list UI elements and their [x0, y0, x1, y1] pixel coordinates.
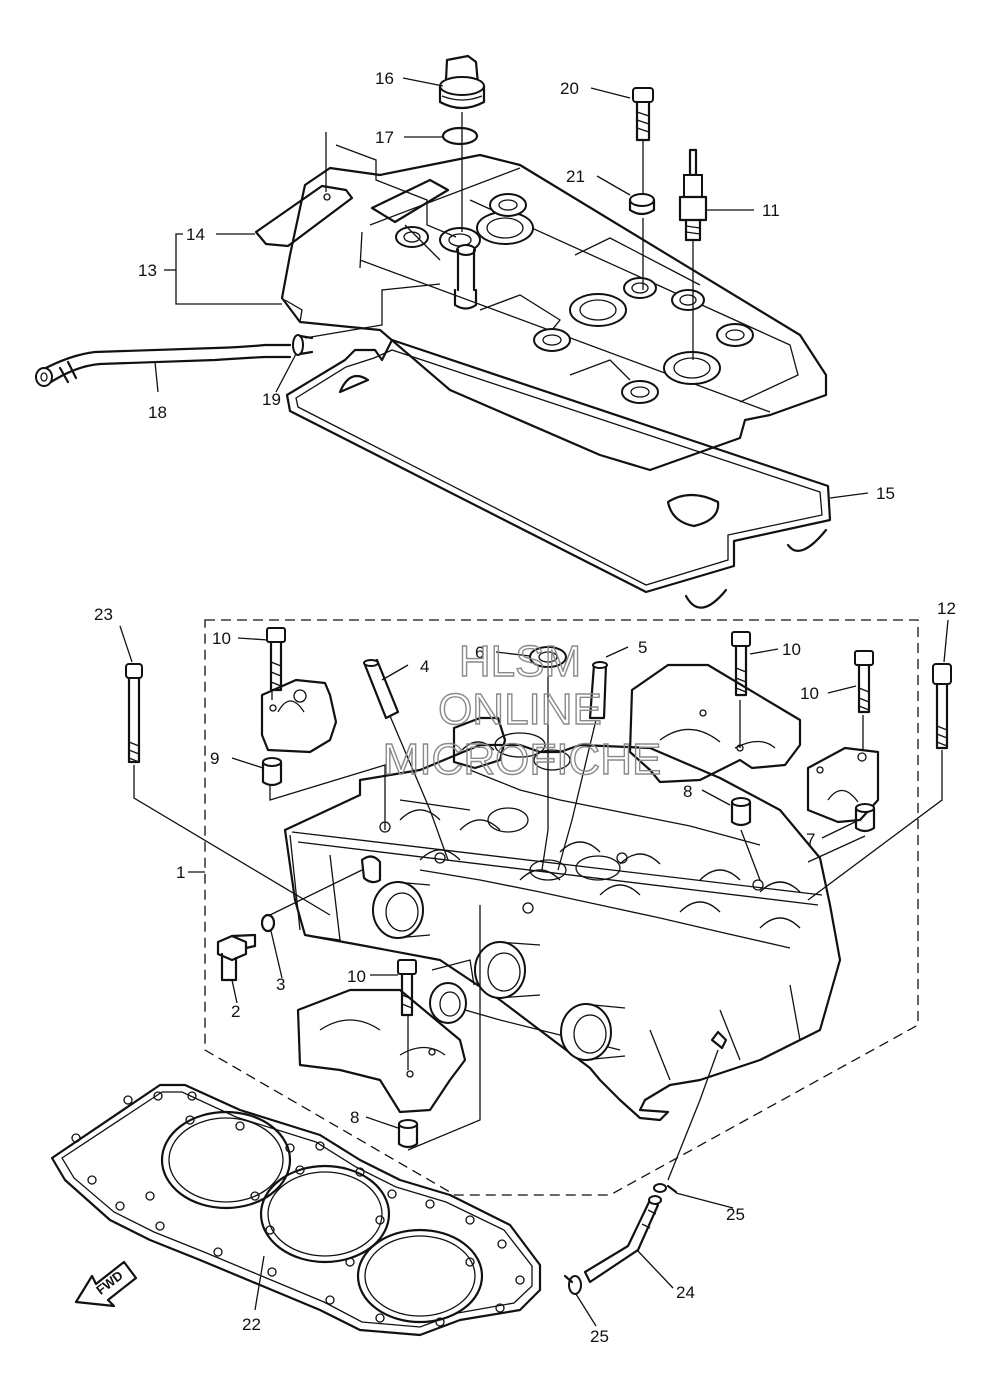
- oil-filler-cap-16: [438, 54, 486, 110]
- callout-6: 6: [475, 643, 484, 662]
- hose-clamp-25: [653, 1183, 678, 1194]
- callout-13: 13: [138, 261, 157, 280]
- cover-bracket-plate-14: [254, 184, 354, 248]
- flange-bolt: [731, 631, 751, 697]
- callout-10d: 10: [347, 967, 366, 986]
- flange-bolt: [854, 650, 874, 714]
- o-ring-17: [441, 126, 479, 146]
- watermark-line-3: MICROFICHE: [383, 735, 662, 784]
- camshaft-cap: [296, 988, 467, 1114]
- dowel-pin: [854, 803, 876, 833]
- hose-clamp-25: [563, 1274, 582, 1295]
- callout-14: 14: [186, 225, 205, 244]
- camshaft-cap: [628, 663, 802, 784]
- breather-nipple: [453, 244, 478, 310]
- callout-22: 22: [242, 1315, 261, 1334]
- callout-8a: 8: [683, 782, 692, 801]
- leader-lines: [119, 77, 949, 1327]
- callout-1: 1: [176, 863, 185, 882]
- grommet-21: [628, 193, 656, 216]
- callout-12: 12: [937, 599, 956, 618]
- cam-journal: [399, 732, 801, 929]
- callout-9: 9: [210, 749, 219, 768]
- guide-pipe-5: [588, 661, 608, 720]
- callout-25a: 25: [726, 1205, 745, 1224]
- long-bolt-23: [125, 663, 143, 764]
- water-outlet: [429, 959, 475, 1024]
- cylinder-head-1: [283, 732, 842, 1122]
- dowel-pin: [261, 757, 283, 787]
- camshaft-cap: [452, 716, 507, 770]
- callout-labels: 16 17 20 21 11 14 13 18 19 15 23 12 10 6…: [94, 69, 956, 1346]
- coolant-hose-24: [583, 1195, 662, 1284]
- dowel-pin: [730, 797, 752, 827]
- forward-direction-arrow: FWD: [74, 1260, 138, 1308]
- callout-18: 18: [148, 403, 167, 422]
- callout-10b: 10: [782, 640, 801, 659]
- watermark-line-2: ONLINE: [438, 685, 602, 734]
- spark-plug-11: [678, 148, 708, 242]
- callout-5: 5: [638, 638, 647, 657]
- bolt-20: [632, 87, 654, 142]
- callout-10a: 10: [212, 629, 231, 648]
- callout-3: 3: [276, 975, 285, 994]
- callout-15: 15: [876, 484, 895, 503]
- dowel-pin: [397, 1119, 419, 1149]
- valve-cover-gasket: [285, 338, 832, 609]
- callout-8b: 8: [350, 1108, 359, 1127]
- watermark: HLSM ONLINE MICROFICHE: [382, 636, 662, 784]
- valve-cover: [280, 153, 828, 472]
- intake-port: [372, 881, 626, 1061]
- callout-21: 21: [566, 167, 585, 186]
- assembly-guide-lines: [133, 112, 943, 1181]
- watermark-line-1: HLSM: [459, 637, 581, 686]
- flange-bolt: [266, 627, 286, 692]
- hose-clip-19: [292, 334, 314, 356]
- callout-11: 11: [762, 201, 780, 220]
- callout-7: 7: [806, 830, 815, 849]
- union-bolt-2: [216, 933, 257, 982]
- fwd-label: FWD: [93, 1268, 126, 1298]
- plug-6: [529, 646, 567, 668]
- breather-hose-18: [35, 343, 292, 387]
- callout-20: 20: [560, 79, 579, 98]
- callout-16: 16: [375, 69, 394, 88]
- cover-plug-seal: [395, 193, 754, 404]
- guide-pipe-4: [363, 658, 400, 720]
- callout-25b: 25: [590, 1327, 609, 1346]
- callout-23: 23: [94, 605, 113, 624]
- callout-19: 19: [262, 390, 281, 409]
- washer-3: [260, 913, 276, 933]
- callout-17: 17: [375, 128, 394, 147]
- cover-bracket-plate: [370, 178, 450, 224]
- long-bolt-12: [932, 663, 952, 750]
- assembly-boundary: [204, 619, 919, 1196]
- cylinder-head-gasket-22: [50, 1083, 542, 1337]
- callout-2: 2: [231, 1002, 240, 1021]
- callout-10c: 10: [800, 684, 819, 703]
- callout-24: 24: [676, 1283, 695, 1302]
- camshaft-cap: [260, 678, 338, 754]
- callout-4: 4: [420, 657, 429, 676]
- flange-bolt: [397, 959, 417, 1017]
